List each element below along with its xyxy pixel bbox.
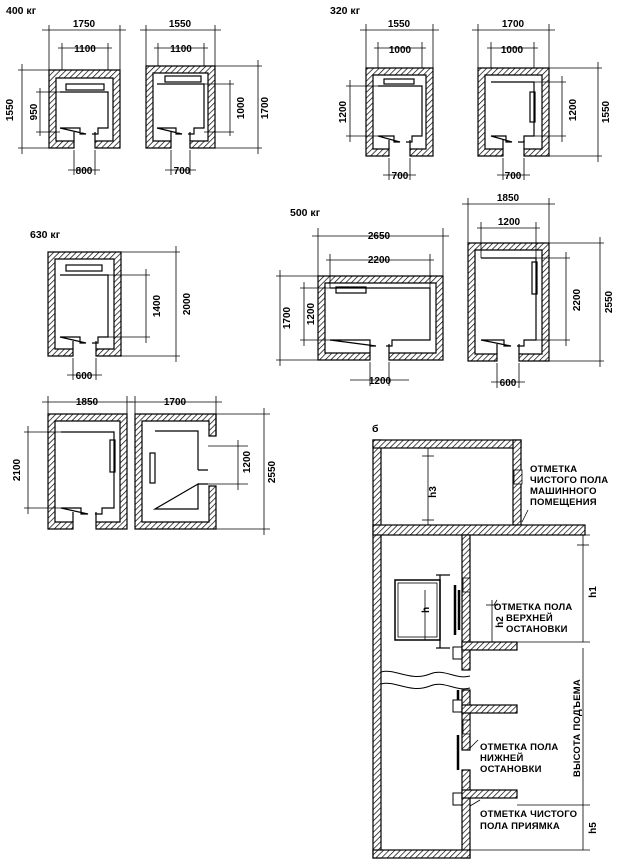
svg-text:ПОЛА ПРИЯМКА: ПОЛА ПРИЯМКА [480,821,560,832]
section-letter: б [372,423,379,435]
plan-500-b [467,242,550,362]
dim-1550-b: 1550 [169,19,192,30]
label-h5: h5 [588,822,599,834]
section-view [372,439,586,859]
dim-700-b: 700 [392,171,409,182]
dim-2650: 2650 [368,231,391,242]
section-dims [422,448,590,851]
dims-500-a [276,228,449,386]
label-h: h [421,607,432,613]
dim-1200-d: 1200 [369,376,392,387]
svg-text:ОТМЕТКА ПОЛА: ОТМЕТКА ПОЛА [480,742,558,753]
dim-1000-c: 1000 [501,45,524,56]
dims-400-b [140,25,262,175]
dim-1200-e: 1200 [498,217,521,228]
dim-2550-b: 2550 [267,460,278,483]
svg-text:ОТМЕТКА: ОТМЕТКА [530,464,577,475]
label-h3: h3 [428,486,439,498]
svg-text:МАШИННОГО: МАШИННОГО [530,486,597,497]
caption-320kg: 320 кг [330,5,361,17]
dims-500-b [462,198,604,388]
label-h1: h1 [588,586,599,598]
svg-text:НИЖНЕЙ: НИЖНЕЙ [480,752,524,764]
dim-600-a: 600 [76,371,93,382]
svg-text:ВЕРХНЕЙ: ВЕРХНЕЙ [506,612,553,624]
dim-1200-b: 1200 [568,98,579,121]
dim-1000-a: 1000 [236,96,247,119]
dim-1550-c: 1550 [388,19,411,30]
caption-500kg: 500 кг [290,207,321,219]
note-machine-room: ОТМЕТКА ЧИСТОГО ПОЛА МАШИННОГО ПОМЕЩЕНИЯ [530,464,608,508]
svg-text:ОСТАНОВКИ: ОСТАНОВКИ [480,764,542,775]
dims-bottom-b [129,396,270,535]
label-h2: h2 [495,616,506,628]
svg-text:ОТМЕТКА ПОЛА: ОТМЕТКА ПОЛА [494,602,572,613]
dim-1100-b: 1100 [170,44,192,55]
dim-1200-a: 1200 [338,100,349,123]
caption-630kg: 630 кг [30,229,61,241]
dims-bottom-a [24,396,133,514]
dim-1750: 1750 [73,19,96,30]
dim-1700-c: 1700 [282,306,293,329]
plan-400-b [145,65,216,149]
dim-1550-a: 1550 [5,98,16,121]
dim-1000-b: 1000 [389,45,412,56]
dim-2100: 2100 [12,458,23,481]
dims-630 [67,246,180,380]
plan-500-a [317,275,444,361]
dim-2200-a: 2200 [368,255,391,266]
dim-950: 950 [29,103,40,120]
dim-1700-a: 1700 [260,96,271,119]
dim-1200-c: 1200 [306,302,317,325]
dim-1100-a: 1100 [74,44,96,55]
svg-text:ЧИСТОГО ПОЛА: ЧИСТОГО ПОЛА [530,475,608,486]
plan-bottom-b [134,413,217,530]
dim-700-a: 700 [174,166,191,177]
svg-text:ПОМЕЩЕНИЯ: ПОМЕЩЕНИЯ [530,497,597,508]
dim-1850-a: 1850 [497,193,520,204]
dims-320-a [346,24,439,180]
caption-400kg: 400 кг [6,5,37,17]
dim-1850-b: 1850 [76,397,99,408]
dim-2550-a: 2550 [604,290,615,313]
plan-bottom-a [47,413,128,530]
plan-320-a [365,67,434,157]
note-top-stop: ОТМЕТКА ПОЛА ВЕРХНЕЙ ОСТАНОВКИ [494,602,572,635]
dims-320-b [472,24,602,180]
dim-800: 800 [76,166,93,177]
note-pit-floor: ОТМЕТКА ЧИСТОГО ПОЛА ПРИЯМКА [480,809,577,832]
svg-text:ОТМЕТКА ЧИСТОГО: ОТМЕТКА ЧИСТОГО [480,809,577,820]
lift-height-label: ВЫСОТА ПОДЪЕМА [572,679,583,777]
dim-700-c: 700 [505,171,522,182]
plan-630 [47,251,122,357]
dim-1700-b: 1700 [502,19,525,30]
plan-400-a [48,69,121,149]
dim-600-b: 600 [500,378,517,389]
dim-1200-f: 1200 [242,450,253,473]
note-bottom-stop: ОТМЕТКА ПОЛА НИЖНЕЙ ОСТАНОВКИ [480,742,558,775]
dim-2000: 2000 [182,292,193,315]
plan-320-b [477,67,550,157]
dim-2200-b: 2200 [572,288,583,311]
dims-400-a [18,25,126,175]
svg-text:ОСТАНОВКИ: ОСТАНОВКИ [506,624,568,635]
dim-1400: 1400 [152,294,163,317]
dim-1700-d: 1700 [164,397,187,408]
dim-1550-d: 1550 [601,100,612,123]
